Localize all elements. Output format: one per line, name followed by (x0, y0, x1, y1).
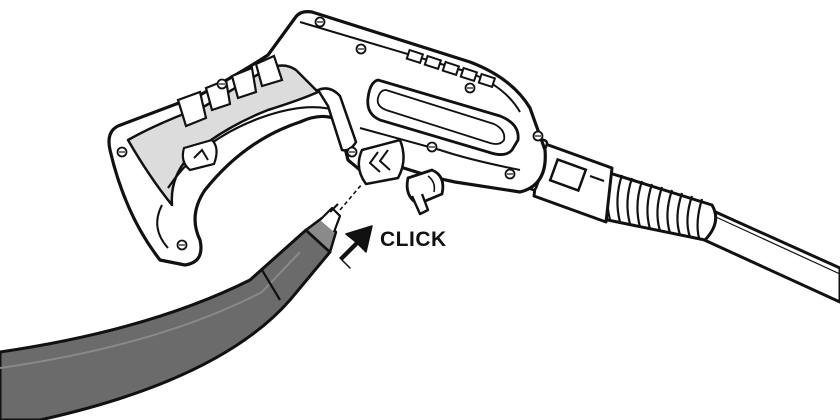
screw-icon (116, 16, 544, 251)
arrow-icon (339, 225, 373, 269)
release-button[interactable] (357, 138, 405, 186)
lance-pipe (698, 203, 840, 304)
lock-badge (181, 138, 218, 172)
insertion-guide (339, 183, 363, 211)
lock-chevron-icon (193, 148, 209, 161)
strain-relief-sleeve (593, 168, 718, 242)
locking-knob[interactable] (405, 168, 445, 216)
spray-gun-handle (107, 10, 547, 267)
click-label: CLICK (380, 228, 447, 251)
lock-chevron-icon (368, 149, 391, 173)
high-pressure-hose (0, 203, 342, 420)
